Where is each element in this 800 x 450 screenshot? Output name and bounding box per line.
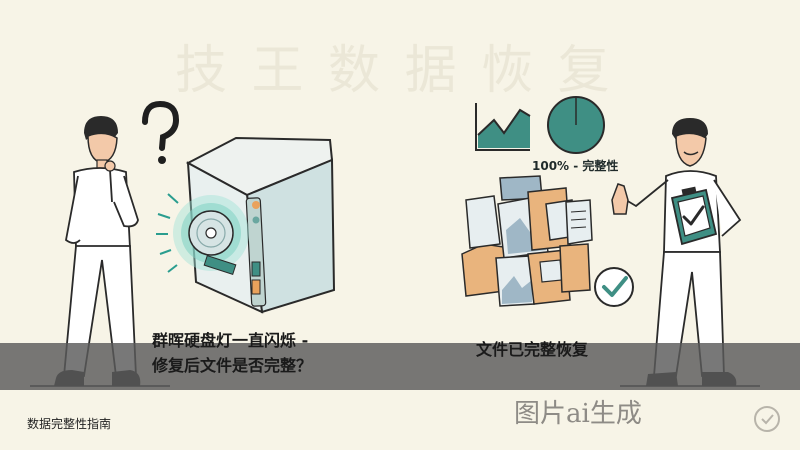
left-caption: 群晖硬盘灯一直闪烁 - 修复后文件是否完整？ [152, 328, 312, 378]
ai-generated-icon [754, 406, 780, 432]
left-caption-line1: 群晖硬盘灯一直闪烁 - [152, 331, 309, 350]
question-mark-icon [142, 100, 180, 164]
hard-disk-icon [156, 193, 249, 276]
left-caption-line2: 修复后文件是否完整？ [152, 356, 313, 375]
nas-device-icon [185, 136, 336, 314]
pie-chart-icon [547, 96, 605, 154]
checkmark-icon [594, 267, 634, 307]
file-cluster [461, 175, 593, 307]
clipboard-check-icon [670, 186, 718, 246]
caption-band [0, 343, 800, 390]
line-chart-icon [475, 103, 531, 151]
completion-label: 100% - 完整性 [532, 159, 619, 173]
watermark-top: 技 王 数 据 恢 复 [175, 41, 614, 101]
watermark-bottom: 图片ai生成 [514, 399, 642, 429]
right-caption: 文件已完整恢复 [476, 340, 589, 359]
footer-label: 数据完整性指南 [27, 417, 112, 431]
